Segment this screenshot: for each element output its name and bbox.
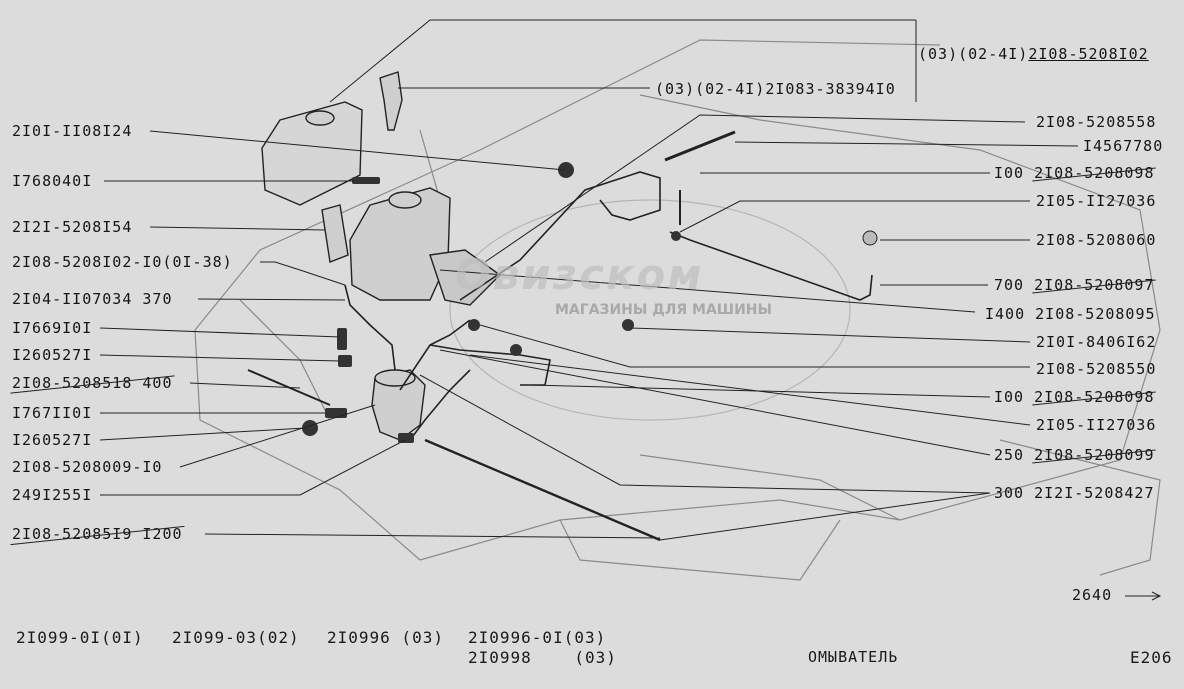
footer-models-c: 2I0996 (03): [327, 628, 444, 647]
footer-page-code: E206: [1130, 648, 1173, 667]
top-label-1: (03)(02-4I)2I08-5208I02: [918, 45, 1149, 63]
left-label-2: I768040I: [12, 172, 93, 190]
right-label-11: 2I05-II27036: [1036, 416, 1157, 434]
right-label-9: 2I08-5208550: [1036, 360, 1157, 378]
left-label-8-text: 2I08-5208518 400: [12, 374, 173, 392]
top-label-1-code: 2I08-5208I02: [1028, 45, 1149, 63]
right-label-4: 2I05-II27036: [1036, 192, 1157, 210]
screw-c: [325, 408, 347, 418]
right-label-13: 300 2I2I-5208427: [994, 484, 1155, 502]
footer-models-d1: 2I0996-0I(03): [468, 628, 607, 647]
bulb: [862, 230, 878, 246]
right-label-3-code: 2I08-5208098: [1034, 164, 1155, 182]
footer-models-a: 2I099-0I(0I): [16, 628, 144, 647]
left-label-5: 2I04-II07034 370: [12, 290, 173, 308]
right-label-3: I00 2I08-5208098: [994, 164, 1155, 182]
grommet: [558, 162, 574, 178]
left-label-1: 2I0I-II08I24: [12, 122, 133, 140]
dimension-label: 2640: [1072, 586, 1113, 604]
nut: [338, 355, 352, 367]
watermark-tagline: МАГАЗИНЫ ДЛЯ МАШИНЫ: [555, 302, 773, 318]
left-label-10: I260527I: [12, 431, 93, 449]
right-label-10: I00 2I08-5208098: [994, 388, 1155, 406]
right-label-3-prefix: I00: [994, 164, 1025, 182]
right-label-12-code: 2I08-5208099: [1034, 446, 1155, 464]
left-label-11: 2I08-5208009-I0: [12, 458, 163, 476]
right-label-8: 2I0I-8406I62: [1036, 333, 1157, 351]
tee-b: [398, 433, 414, 443]
right-label-5: 2I08-5208060: [1036, 231, 1157, 249]
right-label-6-prefix: 700: [994, 276, 1025, 294]
left-label-7: I260527I: [12, 346, 93, 364]
watermark-brand: Овизском: [455, 250, 704, 299]
right-label-12: 250 2I08-5208099: [994, 446, 1155, 464]
left-label-8: 2I08-5208518 400: [12, 374, 173, 392]
right-label-7-code: 2I08-5208095: [1035, 305, 1156, 323]
reservoir-upper: [261, 101, 363, 206]
left-label-13: 2I08-52085I9 I200: [12, 525, 183, 543]
right-label-13-prefix: 300: [994, 484, 1025, 502]
reservoir-lower: [349, 187, 451, 301]
top-label-1-prefix: (03)(02-4I): [918, 45, 1029, 63]
left-label-6: I7669I0I: [12, 319, 93, 337]
left-label-3: 2I2I-5208I54: [12, 218, 133, 236]
right-label-6-code: 2I08-5208097: [1034, 276, 1155, 294]
right-label-7: I400 2I08-5208095: [985, 305, 1156, 323]
right-label-7-prefix: I400: [985, 305, 1026, 323]
screw-b: [337, 328, 347, 350]
right-label-10-prefix: I00: [994, 388, 1025, 406]
right-label-10-code: 2I08-5208098: [1034, 388, 1155, 406]
tee: [671, 231, 681, 241]
right-label-13-code: 2I2I-5208427: [1034, 484, 1155, 502]
footer-title: ОМЫВАТЕЛЬ: [808, 648, 899, 666]
check-valve-b: [510, 344, 522, 356]
left-label-9: I767II0I: [12, 404, 93, 422]
footer-models-d2: 2I0998 (03): [468, 648, 617, 667]
right-label-2: I4567780: [1083, 137, 1164, 155]
clip: [622, 319, 634, 331]
screw-a: [352, 177, 380, 184]
right-label-12-prefix: 250: [994, 446, 1025, 464]
right-label-1: 2I08-5208558: [1036, 113, 1157, 131]
right-label-6: 700 2I08-5208097: [994, 276, 1155, 294]
top-label-2: (03)(02-4I)2I083-38394I0: [655, 80, 896, 98]
footer-models-b: 2I099-03(02): [172, 628, 300, 647]
left-label-12: 249I255I: [12, 486, 93, 504]
left-label-4: 2I08-5208I02-I0(0I-38): [12, 253, 233, 271]
left-label-13-text: 2I08-52085I9 I200: [12, 525, 183, 543]
check-valve-a: [468, 319, 480, 331]
